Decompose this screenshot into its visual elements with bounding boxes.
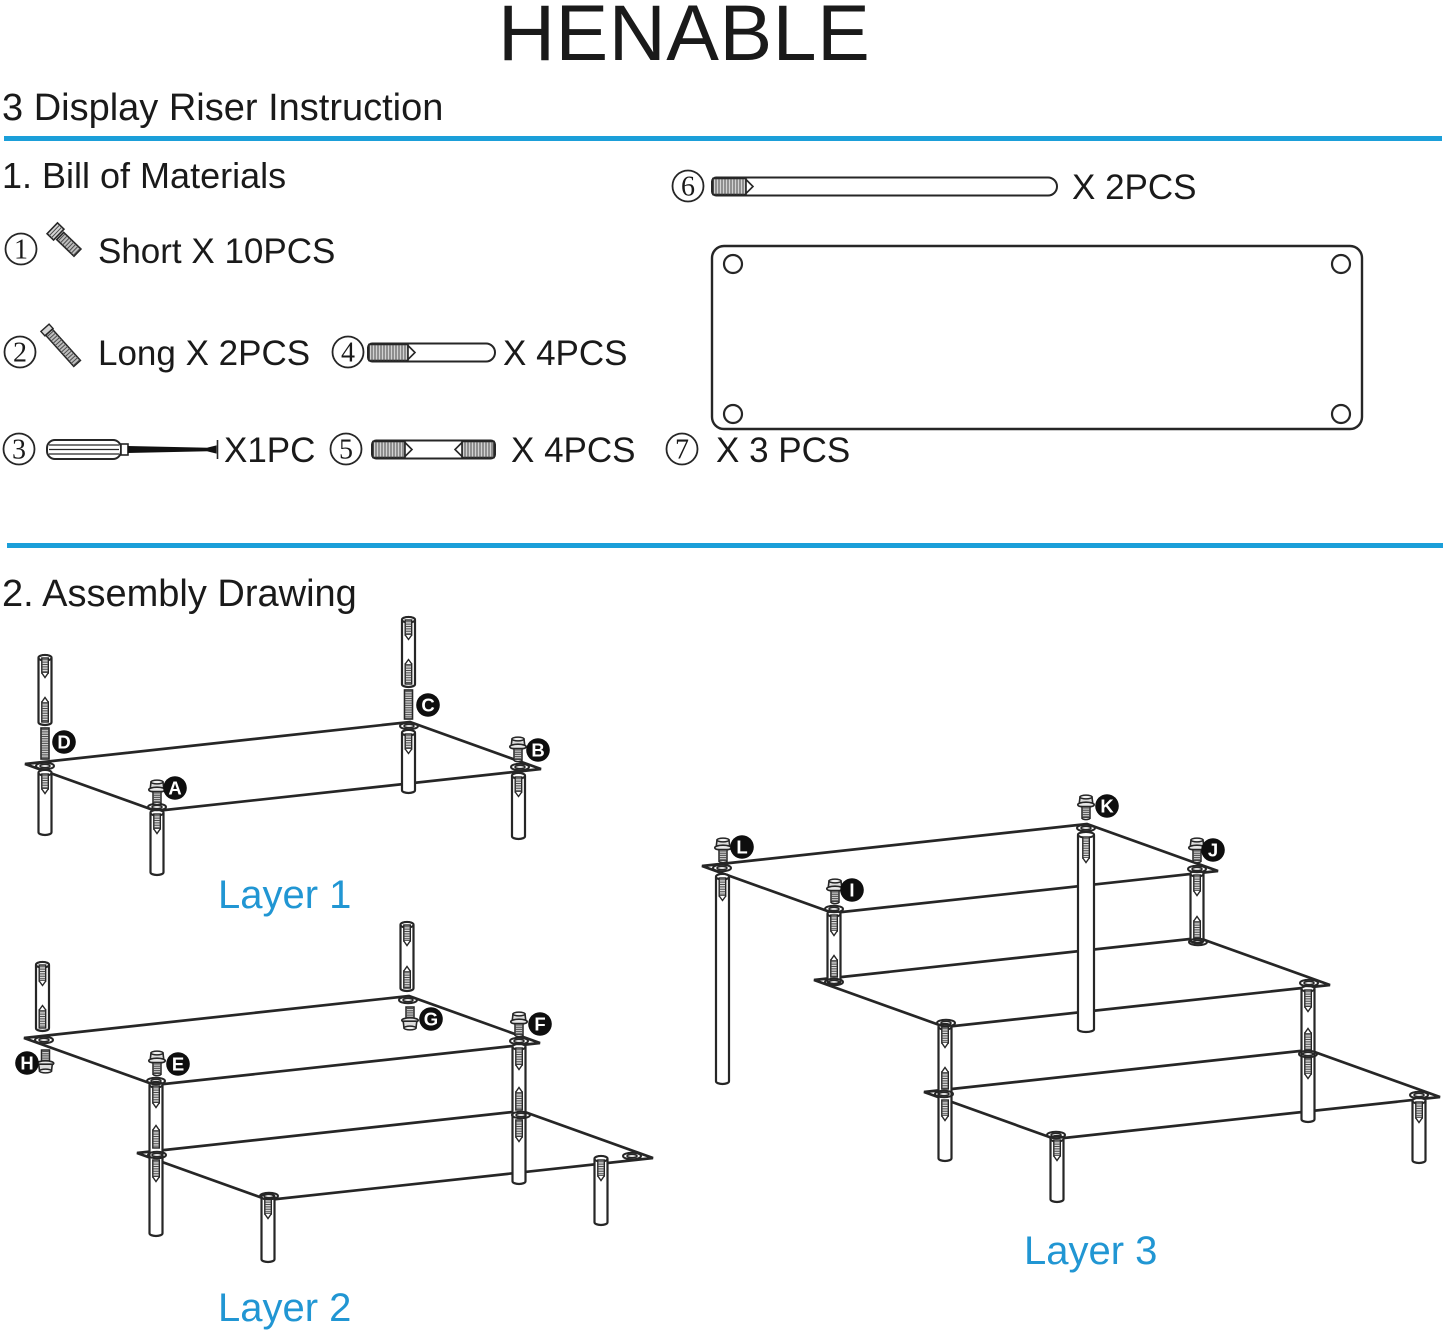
svg-text:B: B	[531, 740, 544, 761]
svg-text:J: J	[1208, 840, 1218, 861]
svg-text:5: 5	[339, 435, 353, 466]
svg-text:L: L	[736, 837, 747, 858]
svg-text:A: A	[168, 778, 181, 799]
svg-text:3 Display Riser Instruction: 3 Display Riser Instruction	[2, 87, 443, 129]
svg-text:Short X 10PCS: Short X 10PCS	[98, 232, 335, 271]
svg-text:C: C	[421, 695, 434, 716]
svg-text:7: 7	[675, 435, 689, 466]
svg-text:G: G	[424, 1009, 438, 1030]
svg-text:E: E	[172, 1054, 184, 1075]
svg-text:Layer 3: Layer 3	[1024, 1229, 1157, 1273]
svg-text:1. Bill of Materials: 1. Bill of Materials	[2, 155, 286, 196]
svg-text:D: D	[57, 732, 70, 753]
svg-text:3: 3	[12, 435, 26, 466]
svg-text:X1PC: X1PC	[224, 431, 315, 470]
svg-text:4: 4	[341, 338, 355, 369]
svg-text:2. Assembly Drawing: 2. Assembly Drawing	[2, 573, 357, 615]
svg-text:H: H	[20, 1053, 33, 1074]
svg-text:X 4PCS: X 4PCS	[511, 431, 636, 470]
svg-text:X 4PCS: X 4PCS	[503, 334, 628, 373]
svg-text:Layer 2: Layer 2	[218, 1286, 351, 1330]
svg-text:K: K	[1100, 796, 1114, 817]
svg-text:Long X 2PCS: Long X 2PCS	[98, 334, 310, 373]
svg-text:X 2PCS: X 2PCS	[1072, 168, 1197, 207]
svg-text:HENABLE: HENABLE	[498, 0, 870, 77]
svg-text:F: F	[534, 1014, 545, 1035]
svg-text:2: 2	[13, 338, 27, 369]
svg-text:I: I	[849, 880, 854, 901]
svg-text:Layer 1: Layer 1	[218, 873, 351, 917]
svg-text:1: 1	[14, 235, 28, 266]
svg-text:X 3 PCS: X 3 PCS	[716, 431, 850, 470]
svg-text:6: 6	[681, 172, 695, 203]
